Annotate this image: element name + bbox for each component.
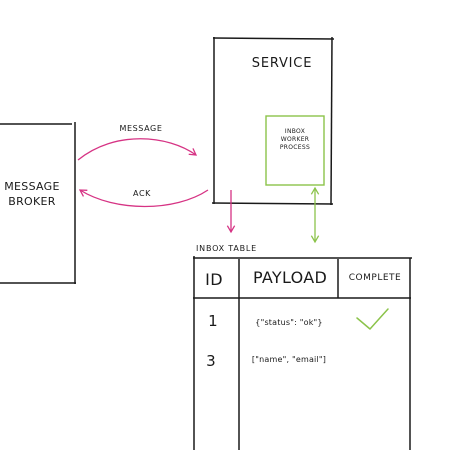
worker-label-line3: PROCESS — [279, 144, 311, 151]
ack-arrow — [78, 189, 209, 208]
check-icon — [356, 308, 389, 330]
worker-label-line1: INBOX — [284, 128, 306, 135]
table-row-2-payload: ["name", "email"] — [251, 355, 327, 364]
message-broker-box — [0, 122, 76, 284]
ack-edge-label: ACK — [133, 189, 151, 198]
inbox-table-grid — [193, 256, 412, 450]
service-box — [211, 36, 335, 206]
table-row-2-id: 3 — [206, 352, 216, 370]
table-header-complete: COMPLETE — [348, 273, 402, 283]
worker-label-line2: WORKER — [280, 136, 310, 143]
table-header-id: ID — [205, 270, 223, 289]
broker-label-line1: MESSAGE — [4, 180, 60, 193]
broker-label: MESSAGE BROKER — [4, 179, 60, 209]
message-arrow — [77, 138, 198, 161]
broker-label-line2: BROKER — [8, 195, 56, 208]
table-row-1-payload: {"status": "ok"} — [255, 318, 323, 327]
inbox-worker-box — [265, 115, 325, 186]
table-row-1-id: 1 — [208, 312, 218, 330]
table-header-payload: PAYLOAD — [252, 268, 328, 287]
message-edge-label: MESSAGE — [119, 124, 163, 133]
worker-label: INBOX WORKER PROCESS — [280, 128, 310, 152]
inbox-table-caption: INBOX TABLE — [196, 244, 258, 253]
service-title: SERVICE — [251, 56, 313, 71]
